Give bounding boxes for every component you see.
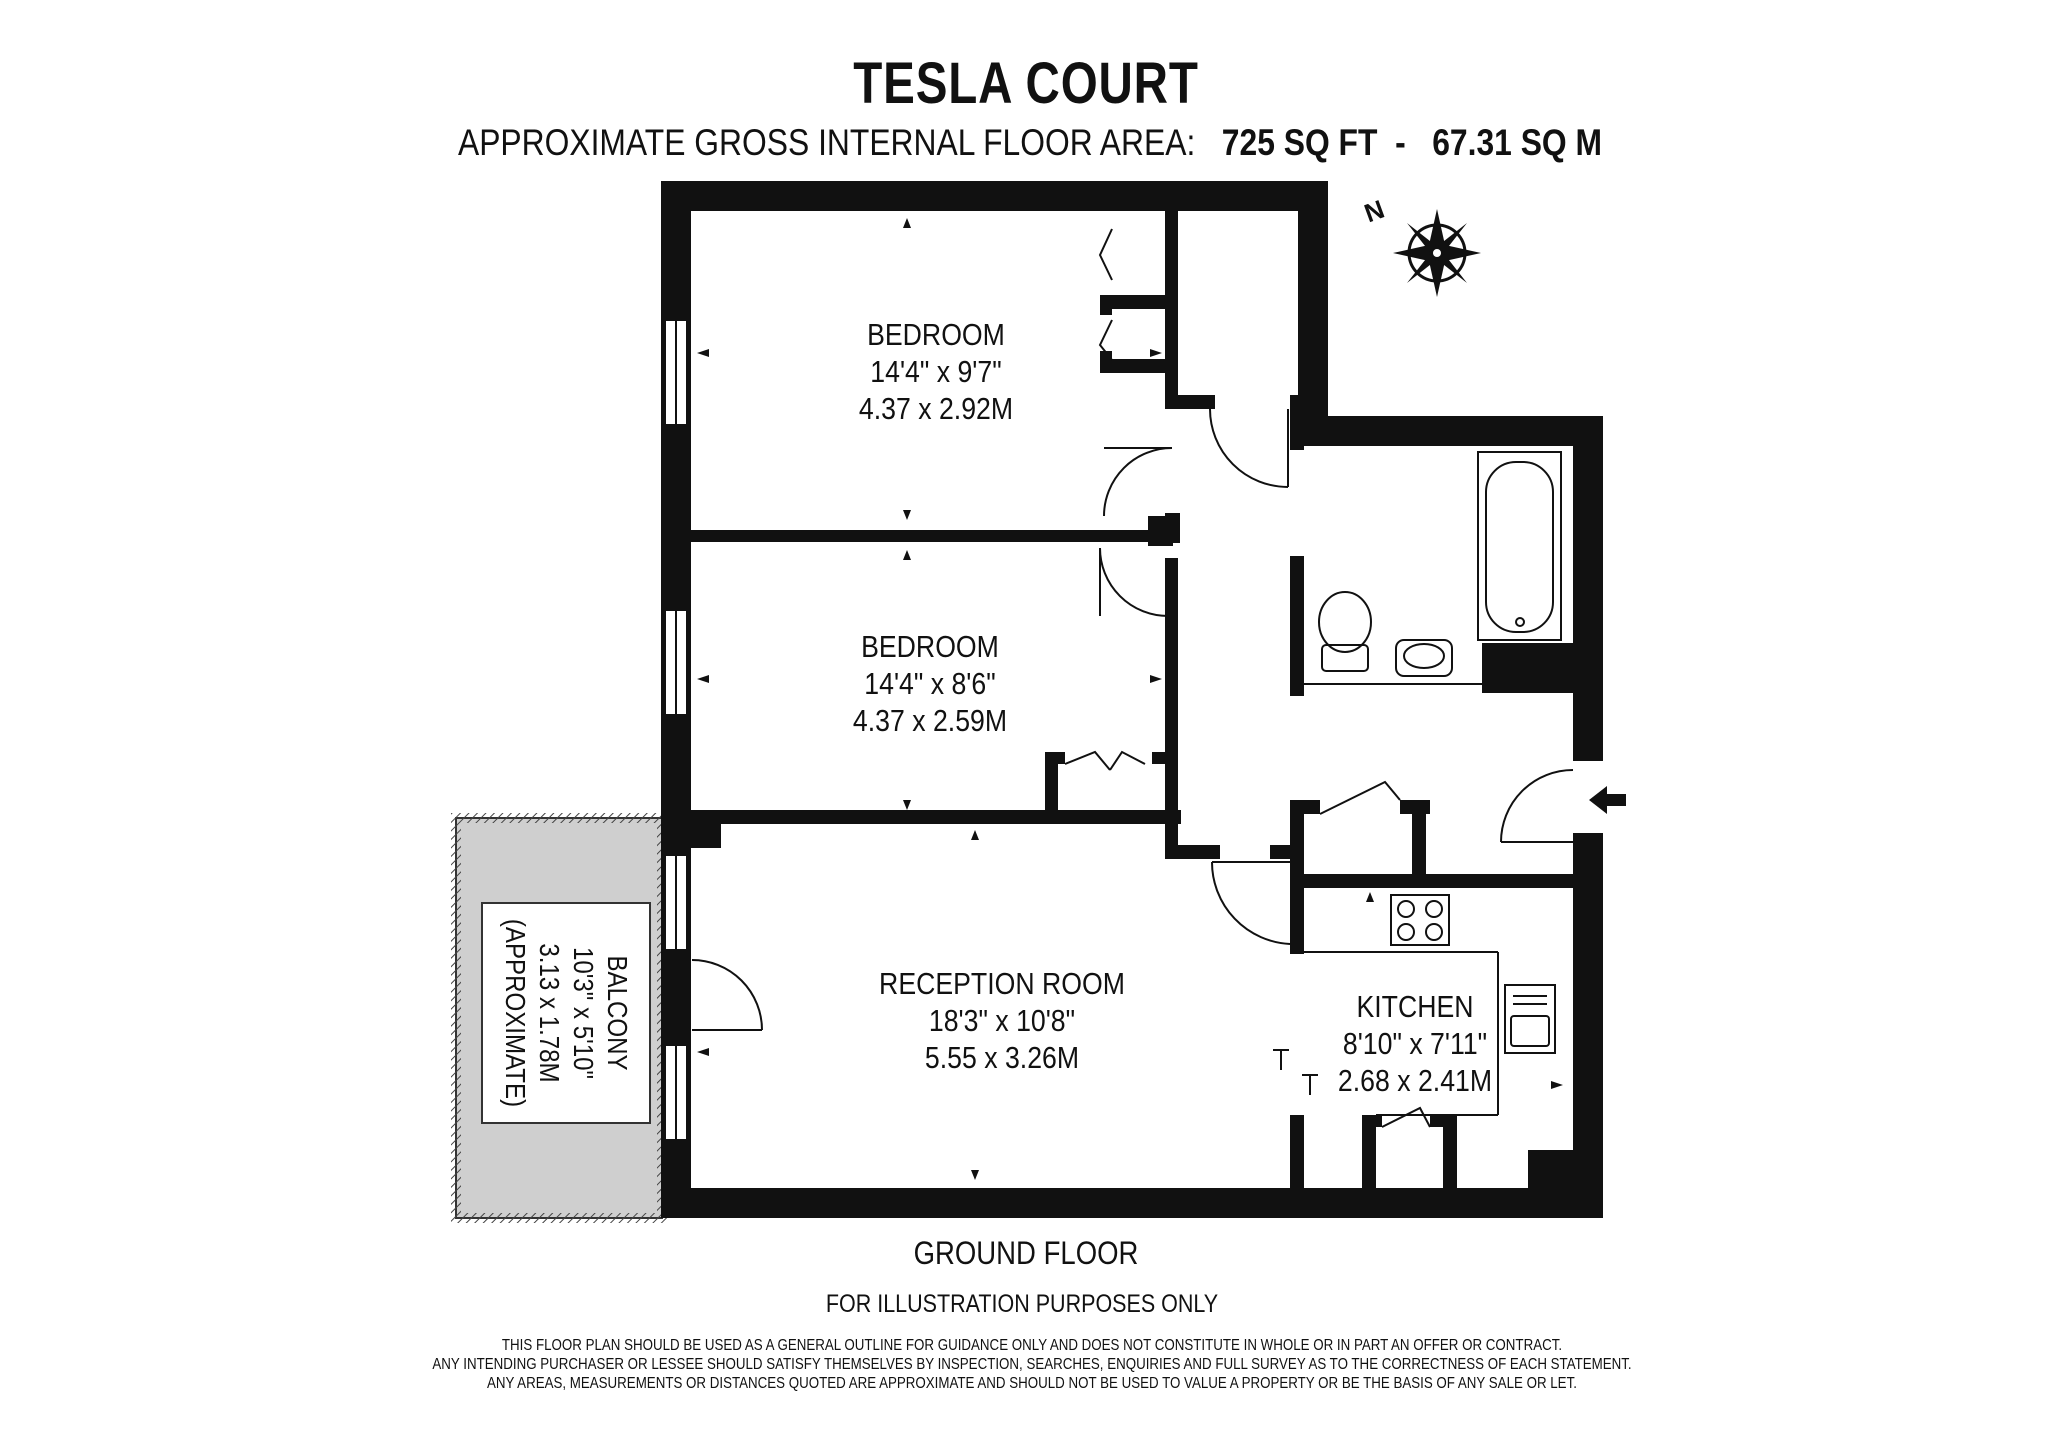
room-dimensions-metric: 3.13 x 1.78M xyxy=(534,943,565,1083)
room-label-bedroom-2: BEDROOM 14'4" x 8'6" 4.37 x 2.59M xyxy=(853,628,1007,739)
room-dimensions-metric: 4.37 x 2.59M xyxy=(852,703,1008,738)
page-title: TESLA COURT xyxy=(853,51,1199,116)
room-label-reception: RECEPTION ROOM 18'3" x 10'8" 5.55 x 3.26… xyxy=(879,965,1125,1076)
room-dimensions-imperial: 14'4" x 9'7" xyxy=(870,354,1002,389)
room-note: (APPROXIMATE) xyxy=(500,918,531,1108)
room-name: KITCHEN xyxy=(1356,989,1474,1024)
windows xyxy=(664,319,688,1141)
room-dimensions-imperial: 10'3" x 5'10" xyxy=(568,946,599,1080)
room-dimensions-imperial: 18'3" x 10'8" xyxy=(928,1003,1076,1038)
sink-icon xyxy=(1504,984,1556,1054)
floor-area-label: APPROXIMATE GROSS INTERNAL FLOOR AREA: xyxy=(457,122,1196,163)
kitchen-fixtures xyxy=(1273,894,1556,1116)
toilet-icon xyxy=(1318,591,1372,653)
room-name: BEDROOM xyxy=(861,629,999,664)
floor-level-label: GROUND FLOOR xyxy=(913,1235,1139,1271)
floor-area-line: APPROXIMATE GROSS INTERNAL FLOOR AREA: 7… xyxy=(458,122,1602,164)
room-label-bedroom-1: BEDROOM 14'4" x 9'7" 4.37 x 2.92M xyxy=(859,316,1013,427)
floor-area-sqm: 67.31 SQ M xyxy=(1432,122,1603,163)
washbasin-icon xyxy=(1395,639,1453,677)
disclaimer-line: THIS FLOOR PLAN SHOULD BE USED AS A GENE… xyxy=(501,1337,1563,1354)
room-name: BALCONY xyxy=(602,955,633,1071)
disclaimer: THIS FLOOR PLAN SHOULD BE USED AS A GENE… xyxy=(432,1336,1631,1393)
room-dimensions-metric: 5.55 x 3.26M xyxy=(924,1040,1080,1075)
doors xyxy=(691,228,1574,1128)
room-dimensions-metric: 4.37 x 2.92M xyxy=(858,391,1014,426)
hob-icon xyxy=(1390,894,1450,946)
floor-area-separator: - xyxy=(1395,122,1406,163)
disclaimer-line: ANY AREAS, MEASUREMENTS OR DISTANCES QUO… xyxy=(487,1375,1577,1392)
room-dimensions-metric: 2.68 x 2.41M xyxy=(1337,1063,1493,1098)
bathtub-icon xyxy=(1477,451,1562,641)
room-dimensions-imperial: 8'10" x 7'11" xyxy=(1342,1026,1488,1061)
room-name: BEDROOM xyxy=(867,317,1005,352)
compass-rose-icon xyxy=(1393,209,1481,297)
room-dimensions-imperial: 14'4" x 8'6" xyxy=(864,666,996,701)
bathtub-basin xyxy=(1485,461,1554,633)
room-label-kitchen: KITCHEN 8'10" x 7'11" 2.68 x 2.41M xyxy=(1338,988,1492,1099)
bathroom-fixtures xyxy=(1304,451,1562,685)
illustration-notice: FOR ILLUSTRATION PURPOSES ONLY xyxy=(825,1290,1219,1318)
balcony-area xyxy=(451,813,667,1223)
floor-area-sqft: 725 SQ FT xyxy=(1221,122,1378,163)
disclaimer-line: ANY INTENDING PURCHASER OR LESSEE SHOULD… xyxy=(432,1356,1632,1373)
room-name: RECEPTION ROOM xyxy=(879,966,1125,1001)
entrance-arrow-icon xyxy=(1589,786,1626,814)
dimension-markers xyxy=(697,218,1563,1180)
